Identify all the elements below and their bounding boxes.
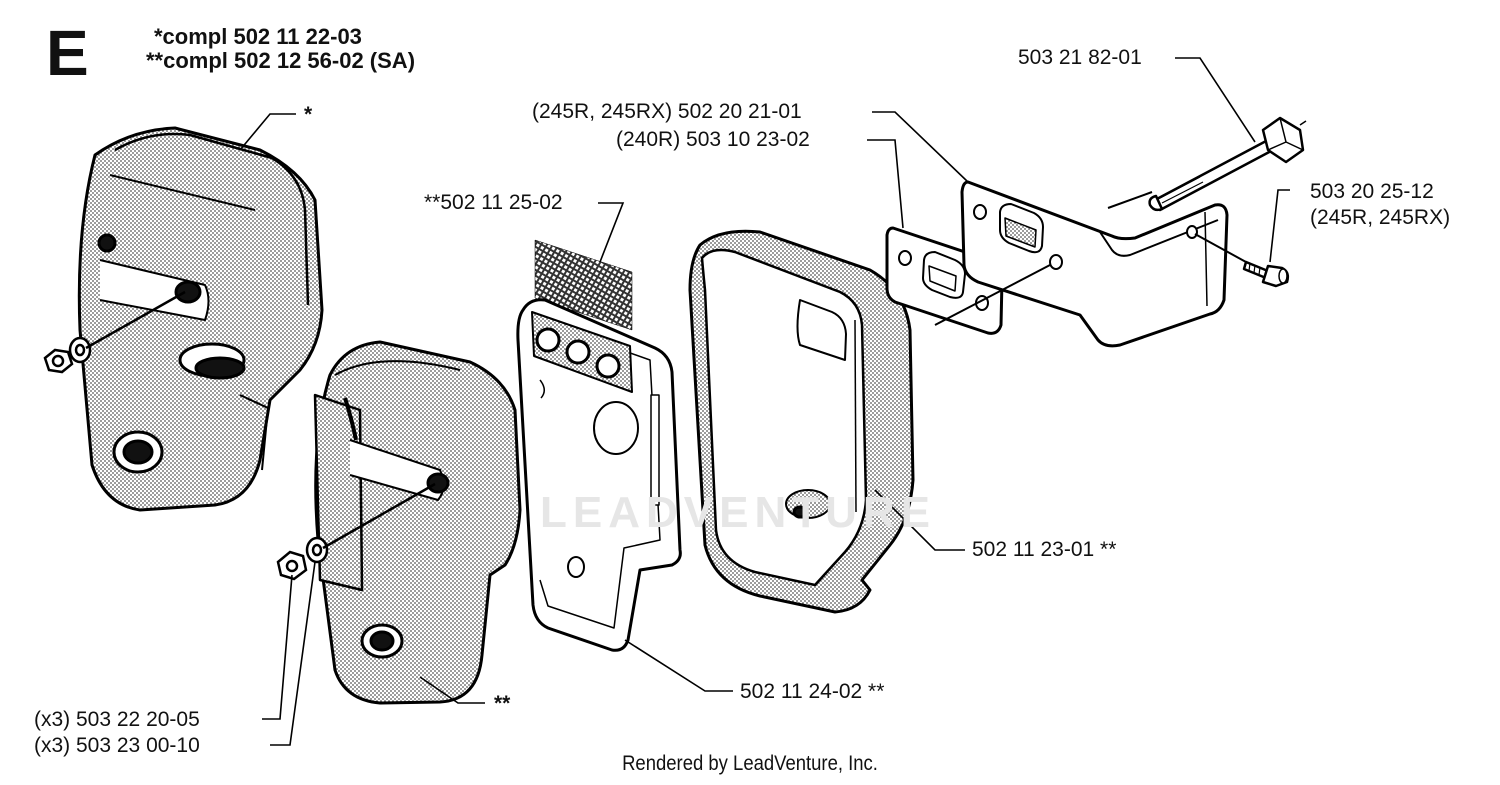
- callout-screw-line2: (245R, 245RX): [1310, 206, 1451, 229]
- muffler-cover-star: [77, 126, 324, 512]
- assembly-complete-dstar: **compl 502 12 56-02 (SA): [146, 48, 416, 73]
- callout-bolt: 503 21 82-01: [1018, 46, 1142, 69]
- callout-screw-line1: 503 20 25-12: [1310, 180, 1434, 203]
- assembly-complete-star: *compl 502 11 22-03: [154, 24, 362, 49]
- callout-nut: (x3) 503 22 20-05: [34, 708, 200, 731]
- callout-gasket-240: (240R) 503 10 23-02: [616, 128, 810, 151]
- callout-screen: **502 11 25-02: [424, 191, 563, 214]
- bracket-245r: [960, 180, 1229, 348]
- leader-lines: [239, 57, 1290, 746]
- muffler-cover-dstar: [313, 340, 522, 705]
- callout-washer: (x3) 503 23 00-10: [34, 734, 200, 757]
- callout-muffler-body: 502 11 23-01 **: [972, 538, 1117, 561]
- long-bolt: [1148, 116, 1307, 212]
- small-screw: [1242, 260, 1290, 288]
- callout-gasket-245: (245R, 245RX) 502 20 21-01: [532, 100, 802, 123]
- callout-muffler-cover-dstar: **: [494, 692, 511, 715]
- nut-washer-bottom: [276, 482, 436, 581]
- muffler-plate: [516, 298, 682, 652]
- callout-muffler-cover-star: *: [304, 103, 313, 126]
- nut-washer-top: [43, 290, 186, 374]
- alignment-lines: [934, 191, 1247, 326]
- credit-line: Rendered by LeadVenture, Inc.: [622, 752, 878, 775]
- watermark-text: LEADVENTURE: [540, 488, 937, 537]
- section-letter: E: [46, 17, 89, 89]
- callout-plate: 502 11 24-02 **: [740, 680, 885, 703]
- muffler-body: [688, 229, 915, 614]
